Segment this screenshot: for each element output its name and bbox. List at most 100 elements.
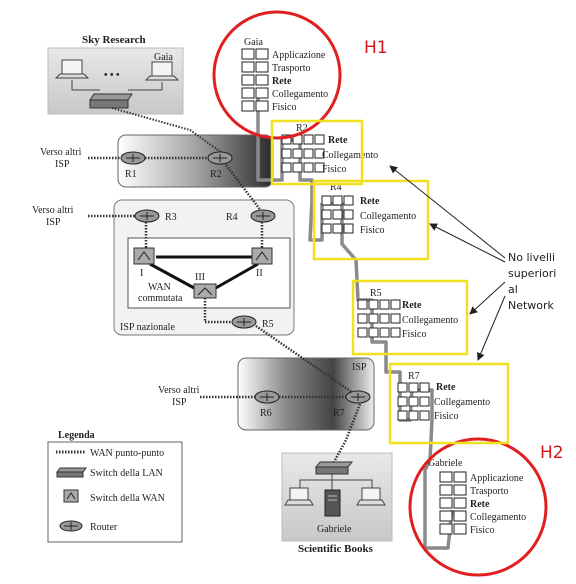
router-icon [120, 151, 146, 165]
note-line1: No livelli [508, 251, 555, 264]
stack-r4-layer: Fisico [360, 225, 384, 236]
laptop-icon [356, 487, 386, 506]
verso-altri-label-3b: ISP [172, 397, 187, 408]
h1-label: H1 [364, 38, 388, 58]
stack-h2-layer: Rete [470, 499, 490, 510]
stack-r5-name: R5 [370, 288, 382, 299]
link-r2-r4 [225, 164, 263, 213]
router-label-r5: R5 [262, 319, 274, 330]
stack-r5-layer: Collegamento [402, 315, 458, 326]
legend-title: Legenda [58, 430, 95, 441]
router-label-r3: R3 [165, 212, 177, 223]
isp-nazionale-label: ISP nazionale [120, 322, 175, 333]
router-icon [254, 390, 280, 404]
legend-item-lan-switch: Switch della LAN [90, 468, 163, 479]
stack-r7-name: R7 [408, 371, 420, 382]
router-label-r4: R4 [226, 212, 238, 223]
stack-h1-layer: Trasporto [272, 63, 311, 74]
stack-h2: Gabriele Applicazione Trasporto Rete Col… [428, 458, 526, 536]
scientific-books-title: Scientific Books [298, 543, 374, 555]
stack-h1-layer: Applicazione [272, 50, 326, 61]
switch-label-III: III [195, 272, 205, 283]
router-label-r2: R2 [210, 169, 222, 180]
router-icon [231, 315, 257, 329]
verso-altri-label-1a: Verso altri [40, 147, 82, 158]
ellipsis-dots: • • • [104, 70, 120, 81]
stack-r5-layer: Fisico [402, 329, 426, 340]
stack-h2-layer: Fisico [470, 525, 494, 536]
r4-highlight-box [312, 179, 430, 261]
wan-switch-icon [193, 283, 217, 299]
r7-highlight-box [388, 362, 510, 445]
stack-h1: Gaia Applicazione Trasporto Rete Collega… [241, 37, 328, 113]
stack-r4-name: R4 [330, 182, 342, 193]
stack-r5-layer: Rete [402, 300, 422, 311]
stack-r7-layer: Fisico [434, 411, 458, 422]
stack-r7-layer: Rete [436, 382, 456, 393]
router-icon [250, 209, 276, 223]
legend-item-wan: WAN punto-punto [90, 448, 164, 459]
gabriele-site-label: Gabriele [317, 524, 352, 535]
lan-switch-icon [89, 93, 133, 109]
stack-r4-layer: Rete [360, 196, 380, 207]
wan-switch-icon [251, 247, 273, 265]
h1-highlight-circle [212, 10, 342, 140]
scientific-books-site: Gabriele Scientific Books [281, 452, 393, 555]
legend: Legenda WAN punto-punto Switch della LAN… [47, 430, 183, 543]
stack-r4: R4 Rete Collegamento Fisico [321, 182, 416, 236]
stack-h1-layer-boxes [241, 48, 269, 112]
stack-h2-layer: Collegamento [470, 512, 526, 523]
verso-altri-label-2a: Verso altri [32, 205, 74, 216]
laptop-icon [144, 61, 180, 81]
stack-r2-layer: Rete [328, 135, 348, 146]
stack-r4-layer: Collegamento [360, 211, 416, 222]
router-icon [59, 520, 83, 532]
gaia-label: Gaia [154, 52, 173, 63]
router-icon [207, 151, 233, 165]
stack-h1-layer: Collegamento [272, 89, 328, 100]
router-label-r6: R6 [260, 408, 272, 419]
stack-h1-layer: Rete [272, 76, 292, 87]
note-line4: Network [508, 299, 555, 312]
verso-altri-label-2b: ISP [46, 217, 61, 228]
switch-label-II: II [256, 268, 263, 279]
link-s1-s3 [149, 262, 197, 291]
link-r7-books [332, 403, 362, 463]
router-icon [134, 209, 160, 223]
stack-r7: R7 Rete Collegamento Fisico [397, 371, 490, 422]
isp-bottom-box [237, 357, 375, 431]
legend-item-wan-switch: Switch della WAN [90, 493, 165, 504]
stack-r5: R5 Rete Collegamento Fisico [357, 288, 458, 340]
stack-r2-layer: Collegamento [322, 150, 378, 161]
link-s2-s3 [213, 262, 259, 291]
wan-switch-icon [133, 247, 155, 265]
switch-label-I: I [140, 268, 143, 279]
stack-h1-layer: Fisico [272, 102, 296, 113]
stack-r2-layer: Fisico [322, 164, 346, 175]
stack-r2-name: R2 [296, 123, 308, 134]
h2-highlight-circle [408, 437, 548, 577]
sky-research-title: Sky Research [82, 34, 146, 46]
router-label-r1: R1 [125, 169, 137, 180]
stack-h2-name: Gabriele [428, 458, 463, 469]
link-lan-r2 [111, 107, 226, 156]
stack-h2-layer: Trasporto [470, 486, 509, 497]
stack-h1-name: Gaia [244, 37, 263, 48]
stack-r7-layer: Collegamento [434, 397, 490, 408]
wan-label-line2: commutata [138, 293, 183, 304]
router-icon [345, 390, 371, 404]
router-label-r7: R7 [333, 408, 345, 419]
wan-label-line1: WAN [148, 282, 171, 293]
stack-h2-layer: Applicazione [470, 473, 524, 484]
link-r5-r7 [255, 324, 357, 397]
isp-small-label: ISP [352, 362, 367, 373]
r5-highlight-box [351, 279, 469, 356]
link-s3-r5 [203, 298, 232, 324]
laptop-icon [54, 59, 90, 79]
lan-switch-icon [314, 461, 354, 475]
sky-research-site: Sky Research • • • Gaia [47, 34, 184, 115]
lan-switch-icon [56, 467, 87, 478]
note-line2: superiori [508, 267, 556, 280]
wan-switch-icon [63, 489, 79, 503]
